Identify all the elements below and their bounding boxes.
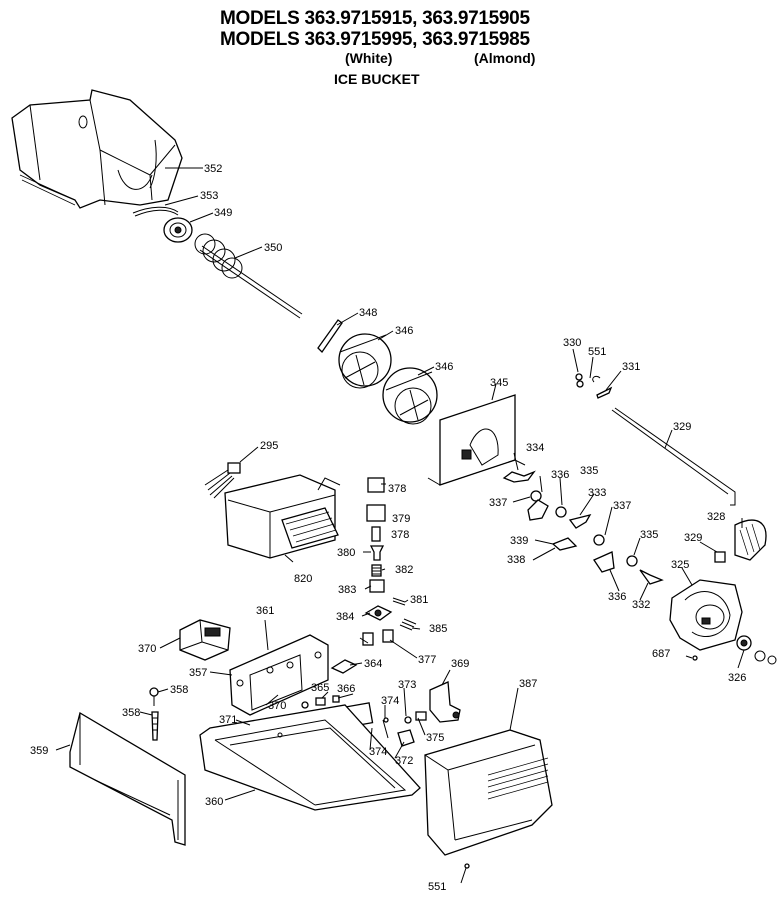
callout-358a: 358 xyxy=(170,684,188,696)
callout-346b: 346 xyxy=(435,361,453,373)
callout-345: 345 xyxy=(490,377,508,389)
ice-maker-part xyxy=(224,474,341,559)
callout-373: 373 xyxy=(398,679,416,691)
callout-687: 687 xyxy=(652,648,670,660)
callout-375: 375 xyxy=(426,732,444,744)
almond-label: (Almond) xyxy=(474,50,536,66)
timer-part xyxy=(179,619,231,661)
ice-bucket-part xyxy=(11,89,183,209)
base-tray-part xyxy=(199,704,421,811)
front-plate-part xyxy=(427,394,526,486)
callout-361: 361 xyxy=(256,605,274,617)
callout-labels: 352 353 349 350 348 346 346 345 330 551 … xyxy=(30,163,746,893)
callout-331: 331 xyxy=(622,361,640,373)
white-label: (White) xyxy=(345,50,393,66)
callout-820: 820 xyxy=(294,573,312,585)
callout-378a: 378 xyxy=(388,483,406,495)
diagram-title: ICE BUCKET xyxy=(334,71,420,87)
callout-364: 364 xyxy=(364,658,382,670)
clip-part xyxy=(714,551,726,563)
callout-337b: 337 xyxy=(613,500,631,512)
callout-335a: 335 xyxy=(580,465,598,477)
callout-365: 365 xyxy=(311,682,329,694)
callout-337a: 337 xyxy=(489,497,507,509)
fastener-stack-parts xyxy=(362,545,417,646)
callout-330: 330 xyxy=(563,337,581,349)
callout-369: 369 xyxy=(451,658,469,670)
callout-380: 380 xyxy=(337,547,355,559)
callout-335b: 335 xyxy=(640,529,658,541)
callout-384: 384 xyxy=(336,611,354,623)
callout-350: 350 xyxy=(264,242,282,254)
callout-295: 295 xyxy=(260,440,278,452)
front-cover-part xyxy=(424,729,553,856)
crusher-blade-part xyxy=(317,319,343,354)
callout-336b: 336 xyxy=(608,591,626,603)
callout-357: 357 xyxy=(189,667,207,679)
callout-348: 348 xyxy=(359,307,377,319)
callout-339: 339 xyxy=(510,535,528,547)
callout-551a: 551 xyxy=(588,346,606,358)
bracket-part xyxy=(734,519,767,561)
callout-358b: 358 xyxy=(122,707,140,719)
side-panel-part xyxy=(69,712,186,846)
switch-part xyxy=(367,477,385,493)
callout-333: 333 xyxy=(588,487,606,499)
callout-336a: 336 xyxy=(551,469,569,481)
wire-harness-part xyxy=(204,462,241,499)
callout-382: 382 xyxy=(395,564,413,576)
callout-332: 332 xyxy=(632,599,650,611)
drive-motor-part xyxy=(669,579,743,651)
models-line-1: MODELS 363.9715915, 363.9715905 xyxy=(220,8,530,29)
callout-349: 349 xyxy=(214,207,232,219)
callout-353: 353 xyxy=(200,190,218,202)
callout-383: 383 xyxy=(338,584,356,596)
models-line-2: MODELS 363.9715995, 363.9715985 xyxy=(220,29,530,50)
small-cam-parts xyxy=(575,373,613,399)
callout-326: 326 xyxy=(728,672,746,684)
crusher-housing-part-2 xyxy=(382,367,438,425)
callout-385: 385 xyxy=(429,623,447,635)
callout-360: 360 xyxy=(205,796,223,808)
screw-parts-358 xyxy=(149,687,159,741)
sleeve-part xyxy=(371,526,381,542)
auger-part xyxy=(194,233,303,319)
callout-372: 372 xyxy=(395,755,413,767)
callout-374b: 374 xyxy=(369,746,387,758)
crusher-housing-part-1 xyxy=(338,333,392,389)
lever-parts xyxy=(502,470,664,585)
callout-352: 352 xyxy=(204,163,222,175)
solenoid-bracket-part xyxy=(429,681,461,723)
bottom-screw-part xyxy=(464,863,470,869)
callout-374a: 374 xyxy=(381,695,399,707)
callout-370a: 370 xyxy=(138,643,156,655)
thermostat-part xyxy=(330,659,358,674)
callout-551b: 551 xyxy=(428,881,446,893)
callout-366: 366 xyxy=(337,683,355,695)
control-bracket-part xyxy=(229,634,329,716)
callout-325: 325 xyxy=(671,559,689,571)
callout-334: 334 xyxy=(526,442,544,454)
callout-329a: 329 xyxy=(673,421,691,433)
callout-346a: 346 xyxy=(395,325,413,337)
callout-328: 328 xyxy=(707,511,725,523)
module-part xyxy=(366,504,386,522)
bucket-wire-part xyxy=(132,206,179,214)
gear-part xyxy=(736,635,777,665)
callout-370b: 370 xyxy=(268,700,286,712)
screw-part xyxy=(692,655,698,661)
callout-338: 338 xyxy=(507,554,525,566)
callout-371: 371 xyxy=(219,714,237,726)
callout-379: 379 xyxy=(392,513,410,525)
callout-359: 359 xyxy=(30,745,48,757)
callout-377: 377 xyxy=(418,654,436,666)
bearing-part xyxy=(163,217,193,243)
leader-lines xyxy=(55,167,745,884)
callout-381: 381 xyxy=(410,594,428,606)
shutoff-rod-part xyxy=(614,407,736,506)
callout-329b: 329 xyxy=(684,532,702,544)
callout-378b: 378 xyxy=(391,529,409,541)
callout-387: 387 xyxy=(519,678,537,690)
